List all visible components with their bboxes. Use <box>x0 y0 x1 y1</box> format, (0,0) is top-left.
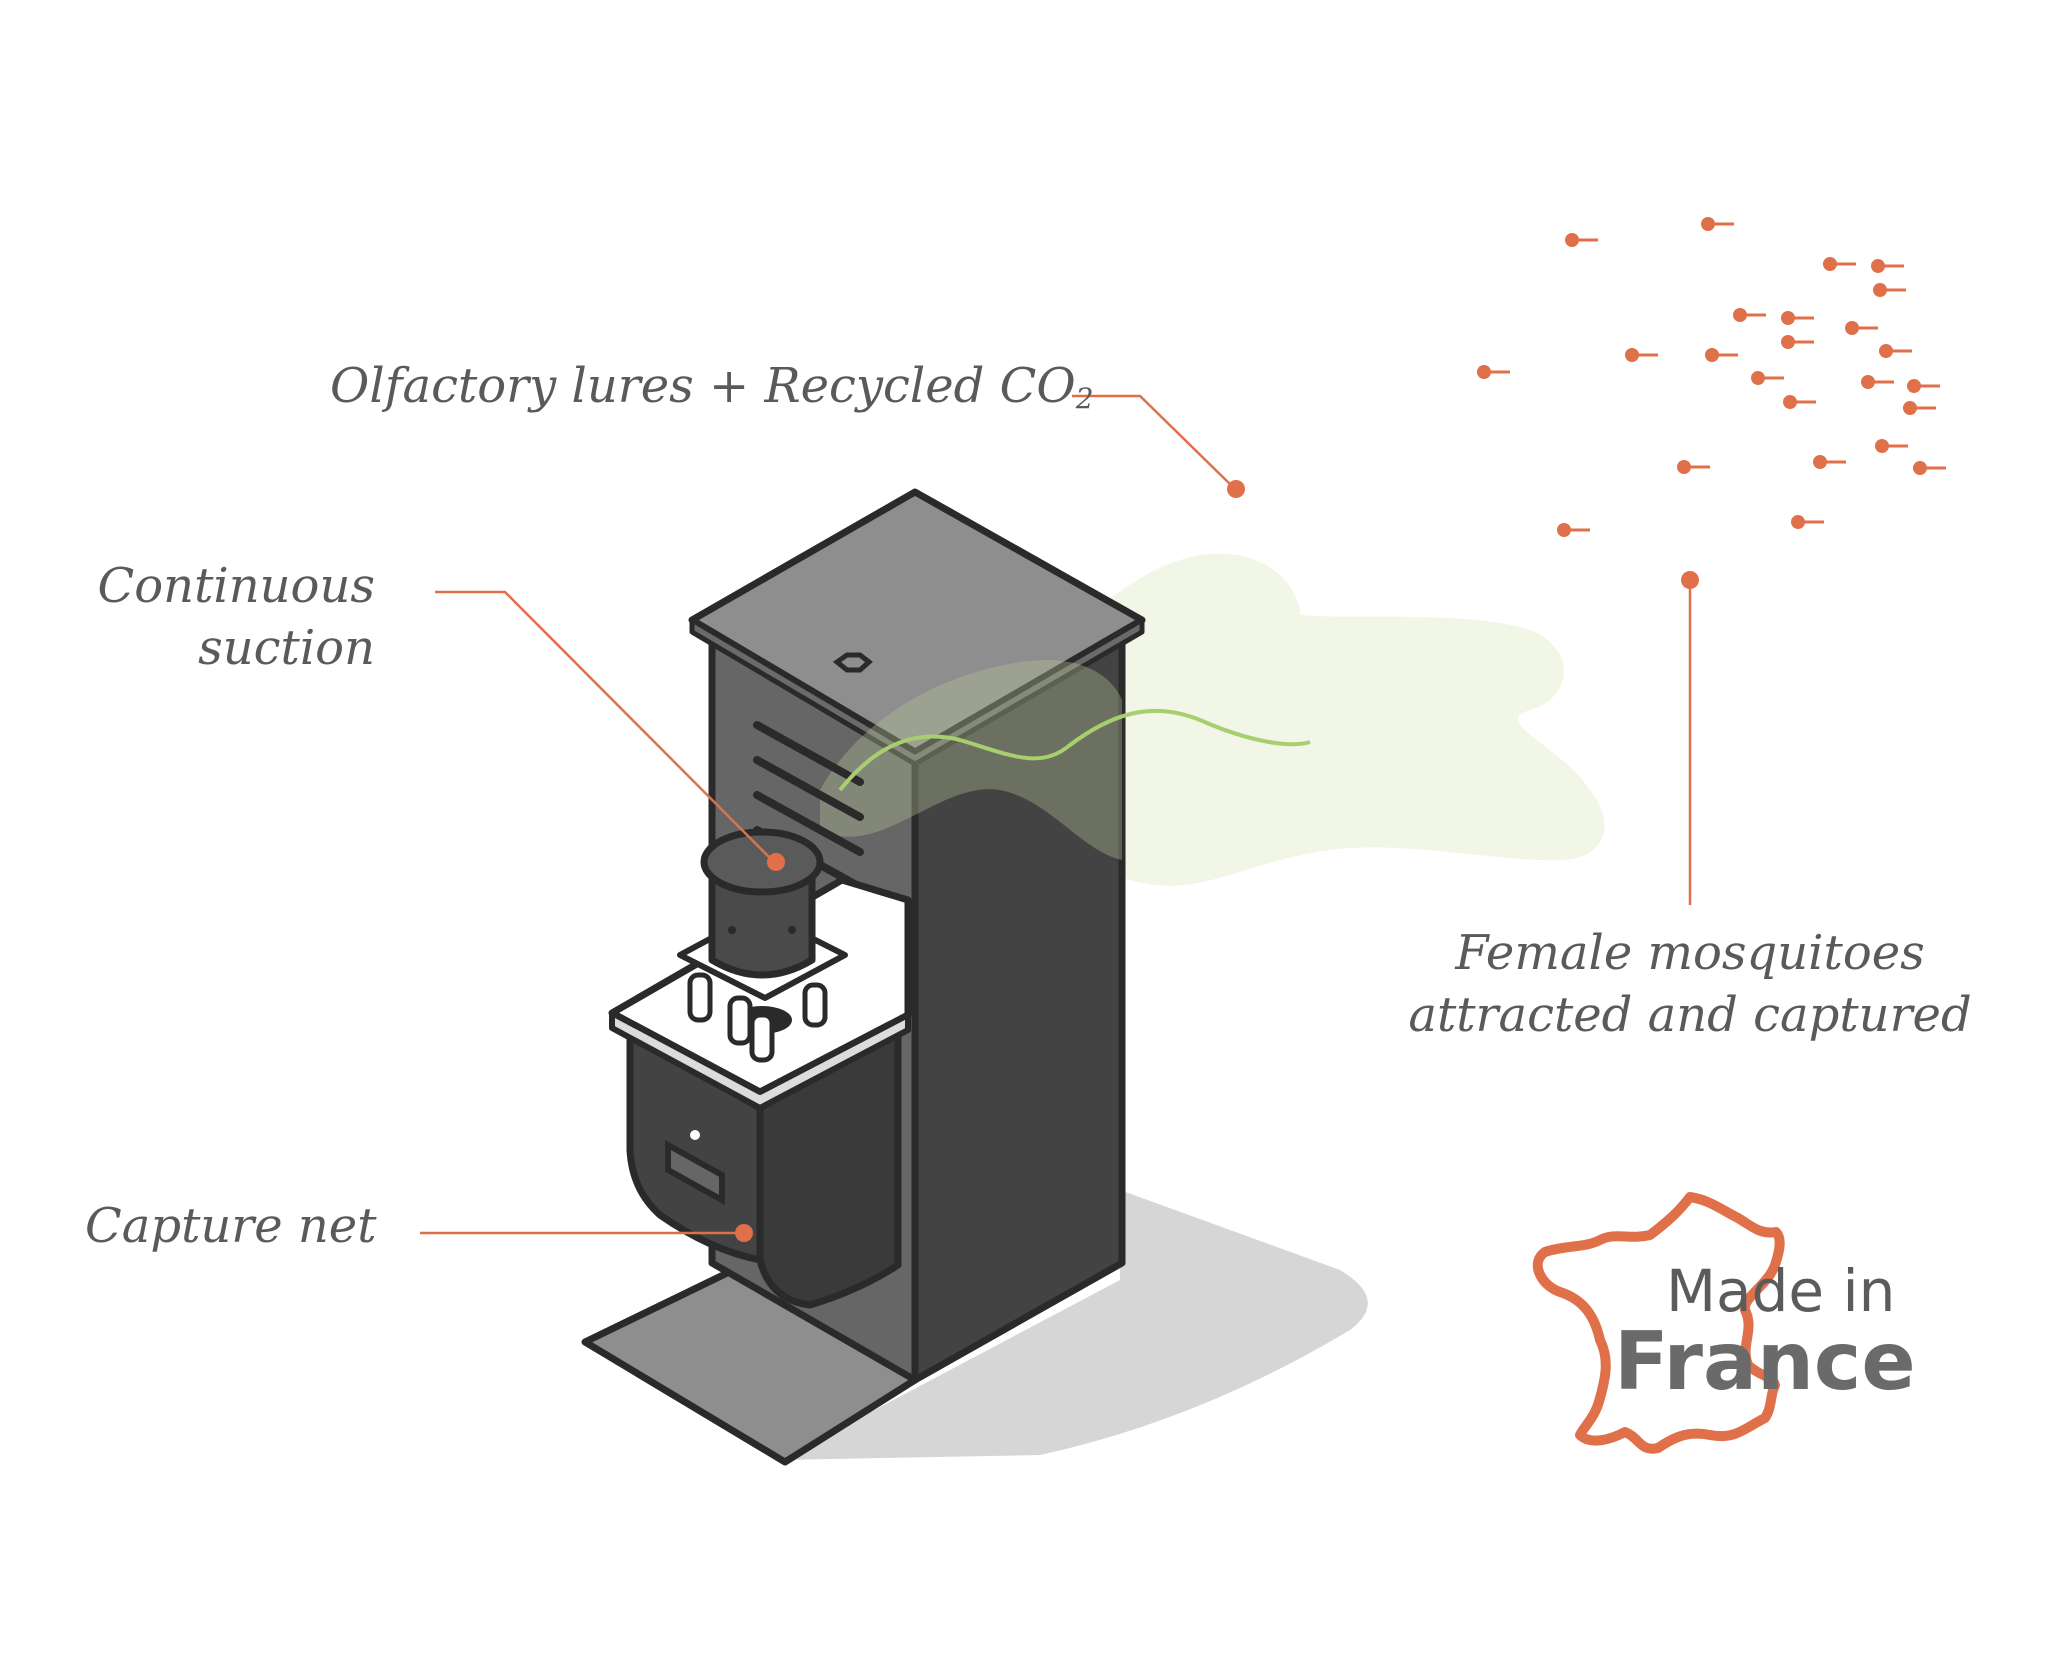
mosquito-icon <box>1873 283 1906 297</box>
bin-window <box>665 1139 725 1206</box>
mosquito-icon <box>1677 460 1710 474</box>
mosquito-icon <box>1701 217 1734 231</box>
mosquito-icon <box>1791 515 1824 529</box>
suction-label-line2: suction <box>198 620 375 677</box>
mosquito-icon <box>1733 308 1766 322</box>
capture-bin-front <box>756 1026 902 1309</box>
mosquito-icon <box>1751 371 1784 385</box>
mosquito-icon <box>1705 348 1738 362</box>
mosquito-icon <box>1845 321 1878 335</box>
ground-shadow <box>780 1190 1368 1460</box>
suction-label: Continuous suction <box>80 555 375 680</box>
lid-knob <box>832 652 873 673</box>
mount-legs <box>687 972 828 1063</box>
mosquitoes-label-line2: attracted and captured <box>1408 987 1972 1044</box>
platform-edge <box>609 1010 911 1111</box>
mosquitoes-label: Female mosquitoes attracted and captured <box>1390 922 1990 1047</box>
mosquito-icon <box>1823 257 1856 271</box>
mosquito-icon <box>1813 455 1846 469</box>
mosquito-icon <box>1903 401 1936 415</box>
olfactory-label: Olfactory lures + Recycled CO2 <box>330 358 1094 415</box>
callout-dots <box>735 480 1699 1242</box>
mosquito-icon <box>1781 335 1814 349</box>
callout-lines <box>420 394 1692 1235</box>
france-map-outline <box>1532 1192 1785 1454</box>
suction-cylinder-top <box>700 828 824 896</box>
mosquito-icon <box>1783 395 1816 409</box>
bin-indicator-light <box>690 1130 700 1140</box>
france-text: France <box>1614 1315 1916 1408</box>
tower-lid-rim <box>689 617 1145 767</box>
plume-line <box>838 708 1311 792</box>
mosquito-icon <box>1625 348 1658 362</box>
mosquito-icon <box>1907 379 1940 393</box>
mosquito-icon <box>1879 344 1912 358</box>
mosquito-icon <box>1871 259 1904 273</box>
made-in-text: Made in <box>1666 1257 1896 1325</box>
suction-cylinder <box>708 866 816 979</box>
mosquito-icon <box>1913 461 1946 475</box>
mosquito-icon <box>1565 233 1598 247</box>
mosquito-icon <box>1557 523 1590 537</box>
mosquito-swarm <box>1477 217 1946 537</box>
mosquito-icon <box>1875 439 1908 453</box>
mosquito-icon <box>1477 365 1510 379</box>
plume-overlay <box>820 660 1122 860</box>
capture-net-label: Capture net <box>85 1198 377 1254</box>
mosquito-icon <box>1781 311 1814 325</box>
mosquitoes-label-line1: Female mosquitoes <box>1455 925 1925 981</box>
mosquito-icon <box>1861 375 1894 389</box>
suction-label-line1: Continuous <box>97 558 375 614</box>
